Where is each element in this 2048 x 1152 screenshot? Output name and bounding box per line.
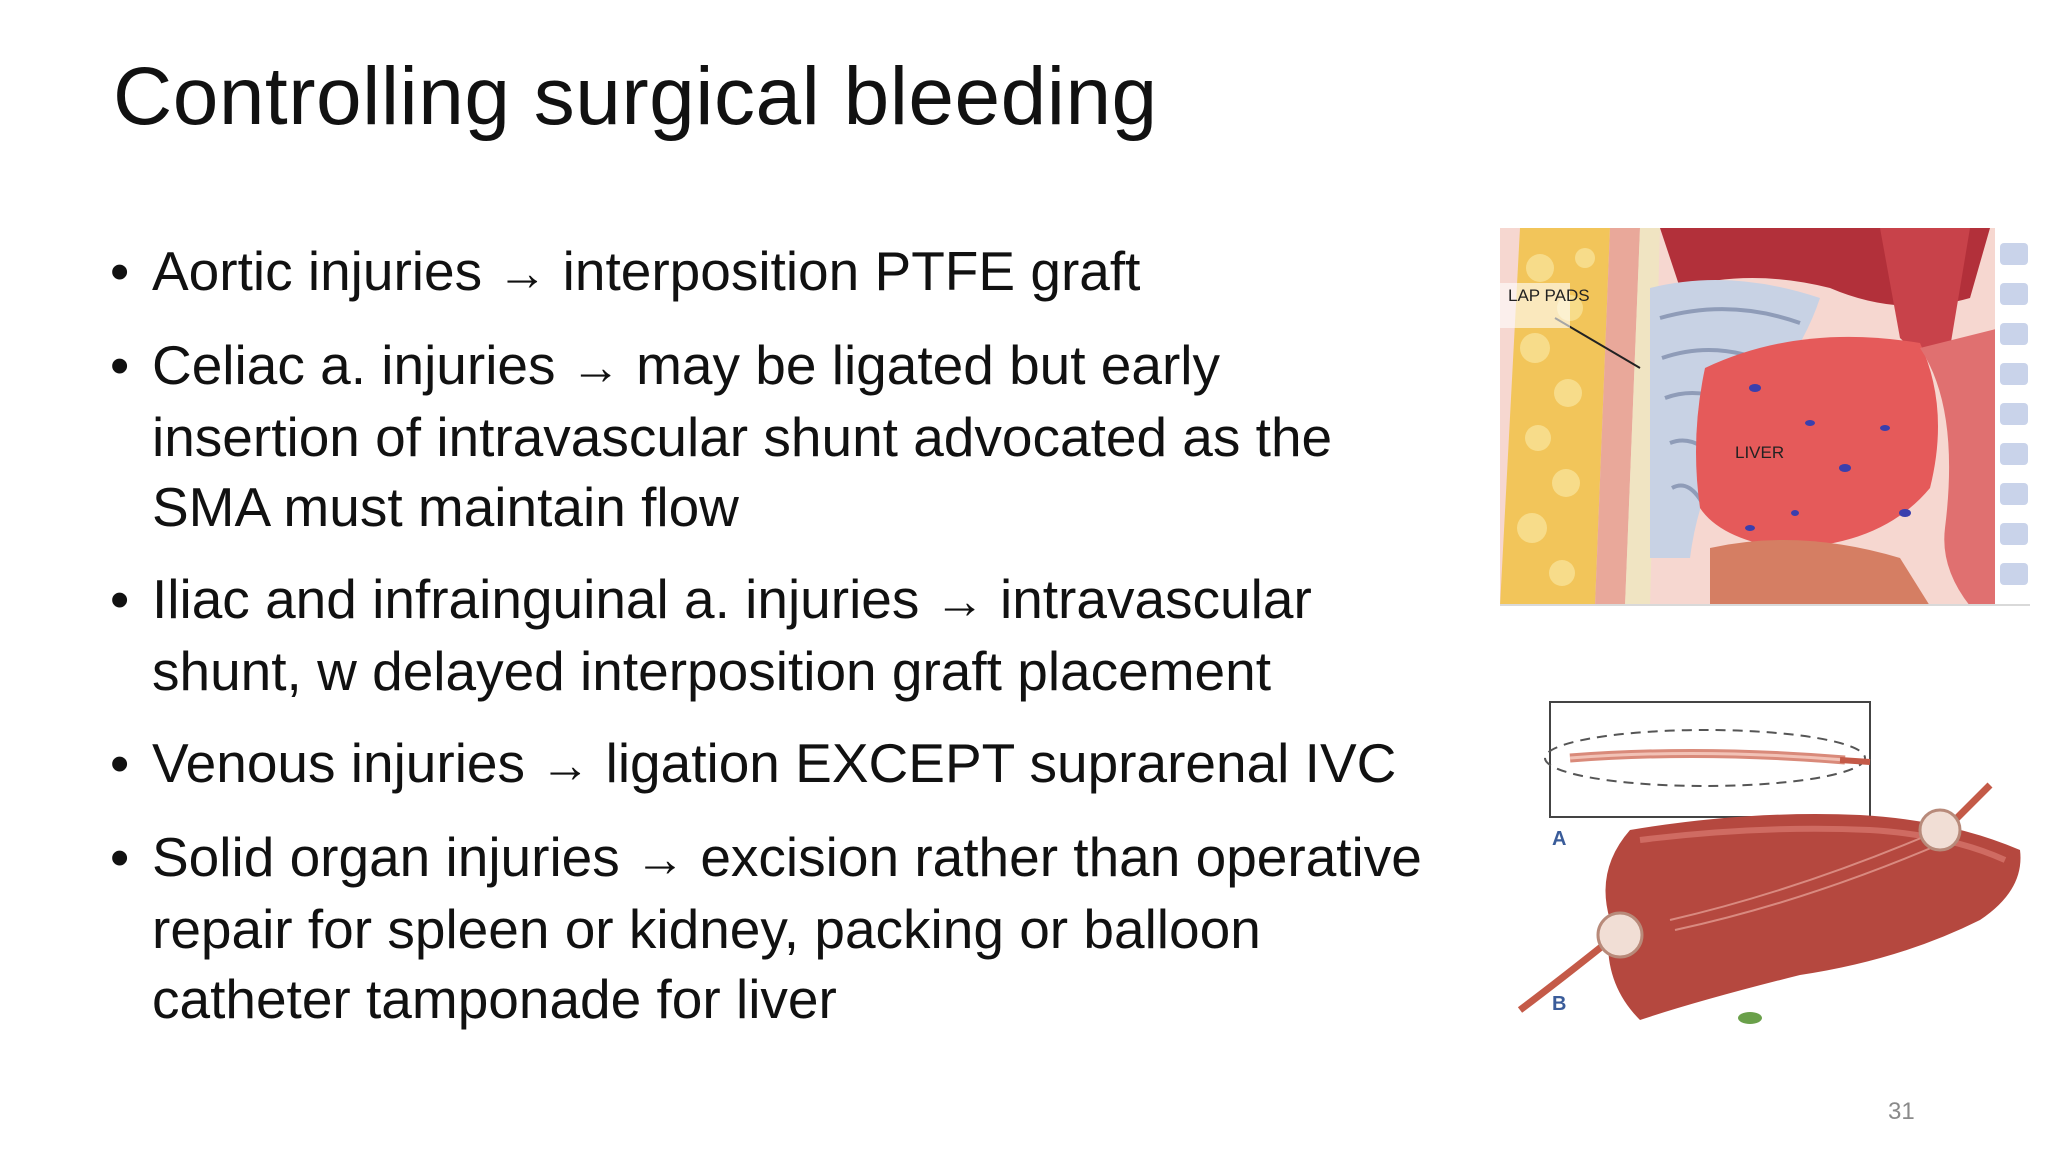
panel-a-label: A	[1552, 828, 1566, 850]
panel-b-label: B	[1552, 993, 1566, 1015]
bullet-text: may be ligated but early insertion of in…	[152, 334, 1333, 538]
bullet-subject: Iliac and infrainguinal a. injuries	[152, 568, 920, 630]
balloon-catheter-liver-illustration: A B	[1500, 690, 2030, 1030]
bullet-item: •Celiac a. injuries → may be ligated but…	[110, 334, 1333, 538]
bullet-text: excision rather than operative repair fo…	[152, 826, 1422, 1030]
page-number: 31	[1888, 1098, 1915, 1125]
bullet-subject: Celiac a. injuries	[152, 334, 556, 396]
bullet-text: intravascular shunt, w delayed interposi…	[152, 568, 1312, 702]
bullet-item: •Venous injuries → ligation EXCEPT supra…	[110, 732, 1397, 794]
bullet-text: interposition PTFE graft	[562, 240, 1141, 302]
bullet-list: •Aortic injuries → interposition PTFE gr…	[110, 236, 1430, 1056]
bullet-item: •Iliac and infrainguinal a. injuries → i…	[110, 568, 1312, 702]
liver-label: LIVER	[1735, 443, 1784, 462]
lap-pads-liver-illustration: LAP PADS LIVER	[1500, 228, 2030, 606]
arrow-icon: →	[934, 573, 985, 629]
arrow-icon: →	[570, 339, 621, 395]
bullet-text: ligation EXCEPT suprarenal IVC	[605, 732, 1397, 794]
bullet-item: •Solid organ injuries → excision rather …	[110, 826, 1422, 1030]
bullet-subject: Venous injuries	[152, 732, 526, 794]
lap-pads-label: LAP PADS	[1508, 286, 1590, 305]
bullet-item: •Aortic injuries → interposition PTFE gr…	[110, 240, 1141, 302]
slide-title: Controlling surgical bleeding	[113, 51, 1158, 142]
arrow-icon: →	[540, 737, 591, 793]
arrow-icon: →	[497, 245, 548, 301]
bullet-subject: Aortic injuries	[152, 240, 483, 302]
bullet-subject: Solid organ injuries	[152, 826, 620, 888]
arrow-icon: →	[635, 831, 686, 887]
